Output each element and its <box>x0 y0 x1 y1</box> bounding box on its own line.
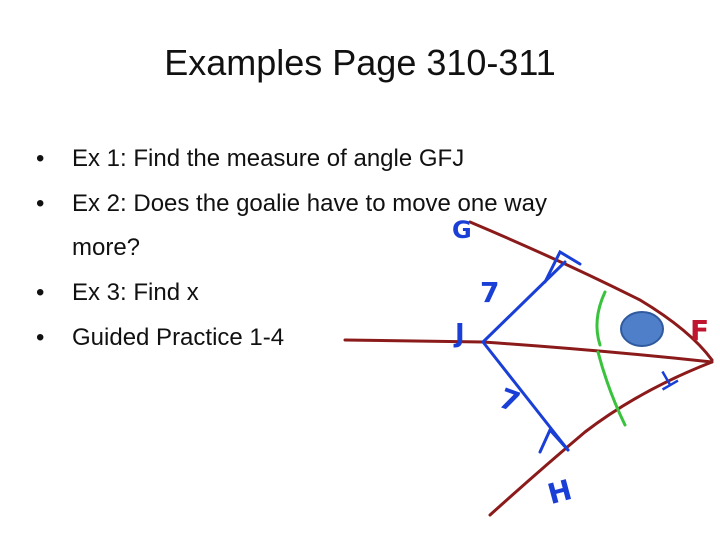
bullet-list: • Ex 1: Find the measure of angle GFJ • … <box>36 136 676 360</box>
label-f: F <box>690 314 709 347</box>
bullet-item: • Ex 1: Find the measure of angle GFJ <box>36 136 676 181</box>
bullet-item: • Guided Practice 1-4 <box>36 315 676 360</box>
bullet-continuation: more? <box>72 234 141 261</box>
label-h: H <box>544 473 575 511</box>
bullet-text: Ex 1: Find the measure of angle GFJ <box>72 145 465 172</box>
bullet-item: • Ex 2: Does the goalie have to move one… <box>36 181 676 270</box>
slide-title: Examples Page 310-311 <box>164 42 556 83</box>
side-fh <box>488 360 714 517</box>
bullet-item: • Ex 3: Find x <box>36 270 676 315</box>
bullet-text: Ex 3: Find x <box>72 279 199 306</box>
bullet-dot: • <box>36 279 45 306</box>
right-angle-mark-lower <box>538 427 570 454</box>
label-seven-lower: 7 <box>495 382 525 420</box>
bullet-dot: • <box>36 324 45 351</box>
angle-arc-lower <box>596 350 627 427</box>
bullet-text: Ex 2: Does the goalie have to move one w… <box>72 190 547 217</box>
bullet-text: Guided Practice 1-4 <box>72 324 285 351</box>
bullet-dot: • <box>36 190 45 217</box>
bullet-dot: • <box>36 145 45 172</box>
label-lower-mark: ⊥ <box>650 362 683 397</box>
